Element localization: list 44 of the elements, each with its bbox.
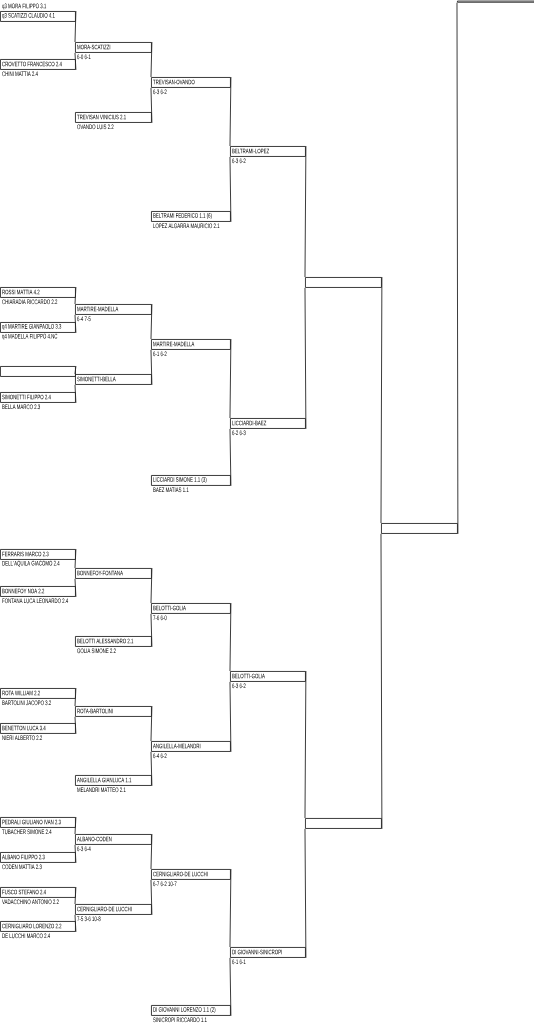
bracket-line (74, 52, 77, 71)
bracket-line (304, 287, 307, 430)
bracket-line (150, 87, 153, 124)
bracket-line (229, 957, 232, 1017)
bracket-line (74, 914, 77, 933)
bracket-line (74, 816, 77, 835)
bracket-line (150, 751, 153, 787)
bracket-line (74, 384, 77, 404)
bracket-line (150, 349, 153, 386)
bracket-line (456, 2, 459, 535)
bracket-line (150, 303, 153, 340)
bracket-line (150, 613, 153, 648)
bracket-line (150, 833, 153, 870)
bracket-line (150, 879, 153, 916)
bracket-line (380, 276, 383, 524)
bracket-line (229, 681, 232, 753)
bracket-line (74, 10, 77, 43)
empty-slot (457, 0, 534, 3)
bracket-line (150, 705, 153, 742)
bracket-line (74, 365, 77, 375)
bracket-line (229, 338, 232, 419)
bracket-line (229, 868, 232, 948)
bracket-line (74, 314, 77, 334)
bracket-line (229, 428, 232, 487)
bracket-line (304, 145, 307, 278)
empty-slot (0, 366, 76, 377)
empty-slot (305, 277, 382, 288)
bracket-line (380, 533, 383, 830)
bracket-line (74, 687, 77, 707)
bracket-line (150, 567, 153, 604)
bracket-line (229, 602, 232, 672)
bracket-line (229, 76, 232, 147)
bracket-line (304, 828, 307, 959)
bracket-line (74, 578, 77, 598)
empty-slot (305, 818, 382, 829)
bracket-line (229, 156, 232, 223)
bracket-line (74, 548, 77, 569)
bracket-line (74, 286, 77, 305)
bracket-line (74, 886, 77, 905)
bracket-line (74, 716, 77, 735)
bracket-line (304, 670, 307, 819)
empty-slot (381, 523, 458, 534)
bracket-line (150, 41, 153, 78)
bracket-line (74, 844, 77, 864)
